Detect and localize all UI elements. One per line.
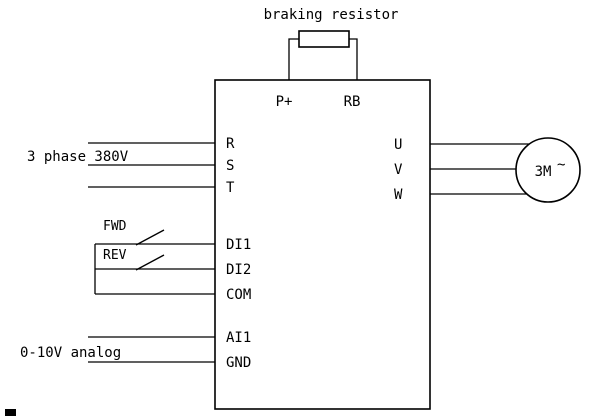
terminal-p-plus: P+ <box>276 94 293 110</box>
terminal-com: COM <box>226 287 251 303</box>
terminal-gnd: GND <box>226 355 251 371</box>
terminal-s: S <box>226 158 234 174</box>
analog-input-label: 0-10V analog <box>20 345 121 361</box>
motor-symbol <box>515 137 581 203</box>
braking-resistor-symbol <box>298 30 350 48</box>
terminal-u: U <box>394 137 402 153</box>
terminal-t: T <box>226 180 235 196</box>
wire-resistor-to-rb <box>349 38 358 80</box>
inverter-body <box>214 79 431 410</box>
rev-label: REV <box>103 248 127 263</box>
terminal-v: V <box>394 162 403 178</box>
wire-pplus-to-resistor <box>288 38 299 80</box>
fwd-label: FWD <box>103 219 127 234</box>
screen-artifact <box>5 409 16 416</box>
motor-tilde: ~ <box>557 157 565 173</box>
power-input-label: 3 phase 380V <box>27 149 129 165</box>
terminal-di1: DI1 <box>226 237 251 253</box>
braking-resistor-label: braking resistor <box>264 7 399 23</box>
terminal-w: W <box>394 187 403 203</box>
rev-switch-blade <box>135 254 165 271</box>
terminal-ai1: AI1 <box>226 330 251 346</box>
terminal-di2: DI2 <box>226 262 251 278</box>
terminal-r: R <box>226 136 235 152</box>
fwd-switch-blade <box>135 229 165 246</box>
motor-label: 3M <box>535 164 552 180</box>
terminal-rb: RB <box>344 94 361 110</box>
